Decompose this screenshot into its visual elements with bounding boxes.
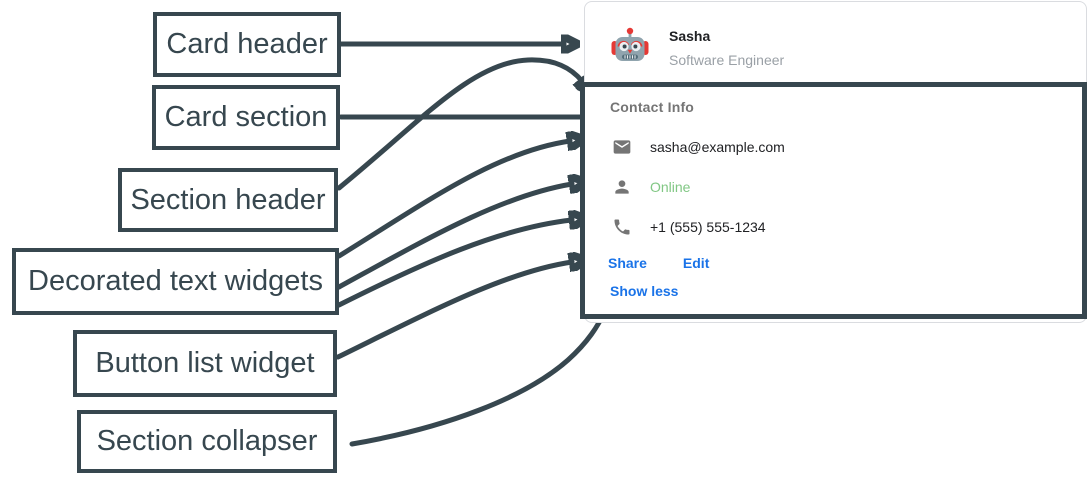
label-section-header: Section header bbox=[118, 168, 338, 232]
status-row: Online bbox=[612, 177, 690, 197]
label-card-section: Card section bbox=[152, 85, 340, 150]
phone-row: +1 (555) 555-1234 bbox=[612, 217, 766, 237]
label-button-list-widget: Button list widget bbox=[73, 330, 337, 397]
person-subtitle: Software Engineer bbox=[669, 52, 785, 68]
email-icon bbox=[613, 140, 631, 154]
label-card-header: Card header bbox=[153, 12, 341, 77]
card-section: Contact Info sasha@example.com Online +1… bbox=[580, 82, 1087, 319]
arrow-decorated-text-1 bbox=[336, 141, 570, 259]
label-decorated-text-widgets: Decorated text widgets bbox=[12, 248, 339, 315]
person-icon bbox=[615, 180, 629, 194]
email-text: sasha@example.com bbox=[650, 139, 785, 155]
person-name: Sasha bbox=[669, 28, 711, 44]
section-header: Contact Info bbox=[610, 99, 695, 115]
section-collapser[interactable]: Show less bbox=[610, 283, 679, 299]
share-button[interactable]: Share bbox=[608, 255, 647, 271]
phone-icon bbox=[614, 219, 630, 235]
edit-button[interactable]: Edit bbox=[682, 255, 710, 271]
label-section-collapser: Section collapser bbox=[77, 410, 337, 473]
email-row: sasha@example.com bbox=[612, 137, 785, 157]
card-header: Sasha Software Engineer bbox=[585, 2, 1086, 86]
robot-avatar bbox=[611, 27, 649, 61]
status-text: Online bbox=[650, 179, 691, 195]
arrow-button-list bbox=[335, 262, 572, 360]
arrow-section-collapser bbox=[349, 311, 605, 447]
arrow-decorated-text-2 bbox=[336, 184, 572, 290]
arrow-decorated-text-3 bbox=[336, 220, 572, 308]
arrow-section-header bbox=[336, 57, 582, 191]
button-list: Share Edit bbox=[608, 255, 709, 271]
phone-text: +1 (555) 555-1234 bbox=[650, 219, 766, 235]
